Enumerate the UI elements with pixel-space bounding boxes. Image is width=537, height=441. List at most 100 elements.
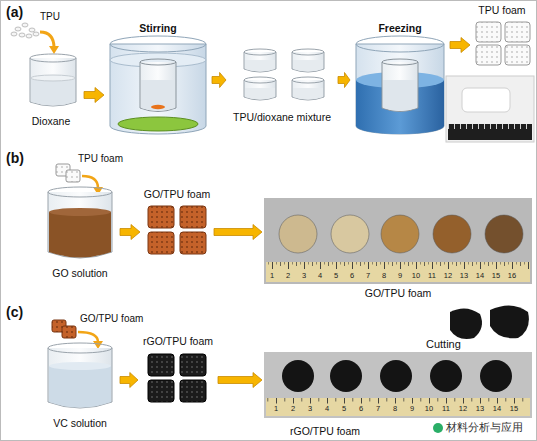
pellet	[26, 34, 32, 38]
foam-sample	[433, 215, 471, 253]
cut-foam	[490, 305, 529, 338]
foam-sample	[282, 360, 314, 392]
mixture-group: TPU/dioxane mixture	[226, 44, 338, 124]
flow-arrow	[212, 73, 226, 88]
liquid	[141, 80, 175, 111]
beaker-rim	[244, 49, 276, 55]
ruler-number: 6	[354, 404, 368, 413]
cut-foam	[450, 308, 482, 339]
stirring-bath	[110, 44, 206, 134]
pellet	[15, 27, 21, 31]
beaker-rim	[48, 187, 112, 197]
pellet	[29, 28, 35, 32]
ruler-number: 5	[329, 271, 343, 280]
node-text: GO/TPU foam	[365, 287, 432, 300]
ruler-number: 14	[473, 271, 487, 280]
material-label: GO/TPU foam	[80, 313, 143, 325]
material-label: TPU	[40, 11, 60, 23]
ruler-number: 2	[286, 404, 300, 413]
foam-group: TPU foam	[470, 4, 534, 70]
foam-cube	[62, 326, 76, 338]
go-solution	[49, 212, 111, 258]
node-text: Freezing	[378, 22, 421, 35]
pellet	[19, 33, 25, 37]
foam-cube	[180, 354, 206, 376]
liquid	[245, 88, 275, 100]
foam-cube	[476, 45, 501, 65]
ruler-ticks	[266, 262, 530, 270]
freezing-bath: Freezing	[350, 22, 450, 140]
ruler-number: 16	[505, 271, 519, 280]
ruler-number: 9	[393, 271, 407, 280]
ruler-number: 4	[320, 404, 334, 413]
panel-label: (a)	[6, 4, 23, 21]
ruler-number: 15	[507, 404, 521, 413]
beaker-rim	[292, 49, 324, 55]
pellet	[22, 23, 28, 27]
watermark: 材料分析与应用	[446, 421, 523, 434]
beaker-rim	[30, 54, 76, 62]
foam-sample	[330, 360, 362, 392]
ruler-number: 7	[371, 404, 385, 413]
beaker-stage: GO solution	[40, 180, 120, 280]
foam-cube	[505, 22, 530, 42]
node-text: TPU/dioxane mixture	[233, 111, 331, 124]
pour-arrow-head	[49, 46, 59, 54]
ruler-number: 15	[489, 271, 503, 280]
foam-group: GO/TPU foam	[140, 188, 214, 260]
flow-arrow	[218, 373, 262, 388]
flow-arrow	[214, 225, 262, 240]
ruler-number: 8	[388, 404, 402, 413]
stirrer-plate	[118, 117, 198, 131]
pellet	[11, 32, 17, 36]
ruler-number: 12	[441, 271, 455, 280]
foam-sample	[462, 88, 510, 112]
bath-rim	[110, 36, 206, 52]
pour-arrow	[40, 32, 54, 48]
ruler-number: 11	[439, 404, 453, 413]
panel-label: (c)	[6, 304, 23, 321]
ruler-number: 8	[377, 271, 391, 280]
flow-arrow	[120, 373, 138, 388]
node-text: Dioxane	[32, 115, 71, 128]
node-text: rGO/TPU foam	[143, 335, 213, 348]
foam-group: rGO/TPU foam	[138, 335, 218, 410]
photo	[446, 76, 534, 142]
foam-cube	[148, 232, 174, 254]
ruler-number: 6	[345, 271, 359, 280]
beaker-stage: Dioxane	[18, 48, 84, 128]
foam-cube	[180, 380, 206, 402]
vc-solution	[49, 366, 111, 408]
ruler-number: 12	[456, 404, 470, 413]
tpu-pellets	[11, 23, 39, 38]
foam-cube	[148, 206, 174, 228]
foam-sample	[279, 215, 317, 253]
ruler-ticks	[448, 124, 532, 130]
beaker	[48, 192, 112, 258]
ruler	[266, 398, 530, 416]
ruler-number: 5	[337, 404, 351, 413]
foam-sample	[380, 360, 412, 392]
liquid	[293, 88, 323, 100]
foam-cube	[148, 380, 174, 402]
beaker-rim	[292, 77, 324, 83]
node-text: rGO/TPU foam	[290, 425, 360, 438]
photo-panel: GO/TPU foam	[262, 196, 534, 300]
bath-surface	[110, 53, 206, 67]
freezing-bath	[356, 44, 444, 134]
node-text: VC solution	[53, 417, 107, 430]
liquid	[31, 78, 75, 106]
watermark-icon	[433, 423, 443, 433]
foam-sample	[485, 215, 523, 253]
beaker	[382, 62, 418, 112]
ruler-number: 1	[269, 404, 283, 413]
coolant	[356, 80, 444, 134]
flow-arrow	[120, 225, 140, 240]
foam-cube	[180, 206, 206, 228]
ruler-number: 11	[425, 271, 439, 280]
ruler	[266, 262, 530, 282]
dip-arrow-head	[93, 341, 103, 349]
liquid	[245, 60, 275, 72]
